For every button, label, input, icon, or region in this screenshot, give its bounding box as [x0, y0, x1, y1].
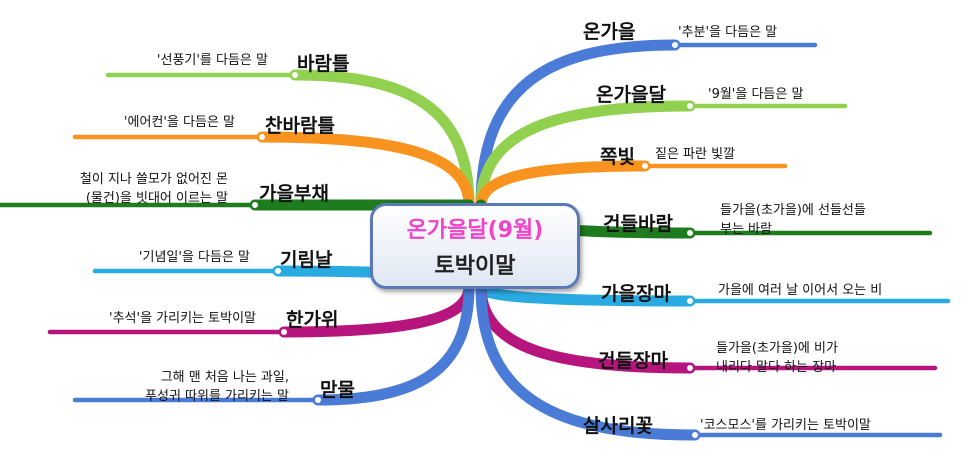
right-node-5	[685, 363, 695, 373]
right-desc-0: '추분'을 다듬은 말	[678, 25, 778, 40]
left-desc-4: '추석'을 가리키는 토박이말	[109, 311, 256, 326]
left-term-4: 한가위	[286, 309, 339, 331]
left-branch-1	[256, 131, 475, 211]
left-branch-0	[289, 69, 475, 211]
right-desc-2: 짙은 파란 빛깔	[655, 147, 736, 162]
center-subtitle: 토박이말	[434, 254, 516, 279]
left-desc-0: '선풍기'를 다듬은 말	[156, 53, 268, 68]
right-term-4: 가을장마	[601, 283, 671, 305]
right-term-2: 쪽빛	[600, 146, 635, 168]
left-node-0	[290, 70, 300, 80]
left-term-3: 기림날	[280, 249, 333, 271]
right-branch-0	[475, 39, 681, 211]
left-node-5	[313, 395, 323, 405]
left-node-2	[250, 200, 260, 210]
right-branch-6	[475, 281, 701, 441]
right-node-0	[670, 40, 680, 50]
center-title: 온가을달(9월)	[406, 218, 544, 243]
right-branch-2	[475, 160, 651, 211]
right-desc-6: '코스모스'를 가리키는 토박이말	[700, 418, 871, 433]
right-desc-3: 들가을(초가을)에 선들선들 부는 바람	[720, 203, 866, 237]
left-desc-1: '에어컨'을 다듬은 말	[123, 115, 235, 130]
right-desc-4: 가을에 여러 날 이어서 오는 비	[718, 283, 883, 298]
right-node-3	[685, 228, 695, 238]
right-node-1	[685, 101, 695, 111]
right-desc-1: '9월'을 다듬은 말	[708, 87, 804, 102]
left-term-1: 찬바람틀	[265, 115, 335, 137]
right-node-2	[640, 161, 650, 171]
left-term-5: 맏물	[320, 379, 355, 401]
right-term-1: 온가을달	[596, 84, 666, 106]
right-term-5: 건들장마	[598, 350, 668, 372]
right-desc-5: 들가을(초가을)에 비가 내리다 말다 하는 장마	[716, 341, 838, 375]
left-node-4	[279, 327, 289, 337]
right-term-6: 살사리꽃	[583, 415, 653, 437]
left-term-0: 바람틀	[297, 53, 350, 75]
left-desc-3: '기념일'을 다듬은 말	[138, 250, 250, 265]
left-desc-2: 철이 지나 쓸모가 없어진 몬 (물건)을 빗대어 이르는 말	[79, 172, 228, 206]
right-node-4	[685, 296, 695, 306]
right-term-0: 온가을	[583, 21, 636, 43]
left-node-1	[257, 132, 267, 142]
left-branch-5	[312, 281, 475, 406]
right-branch-1	[475, 100, 696, 211]
left-term-2: 가을부채	[259, 183, 329, 205]
left-desc-5: 그해 맨 처음 나는 과일, 푸성귀 따위를 가리키는 말	[145, 370, 289, 404]
center-topic: 온가을달(9월) 토박이말	[370, 203, 580, 289]
left-node-3	[273, 266, 283, 276]
right-term-3: 건들바람	[603, 213, 673, 235]
right-node-6	[690, 430, 700, 440]
